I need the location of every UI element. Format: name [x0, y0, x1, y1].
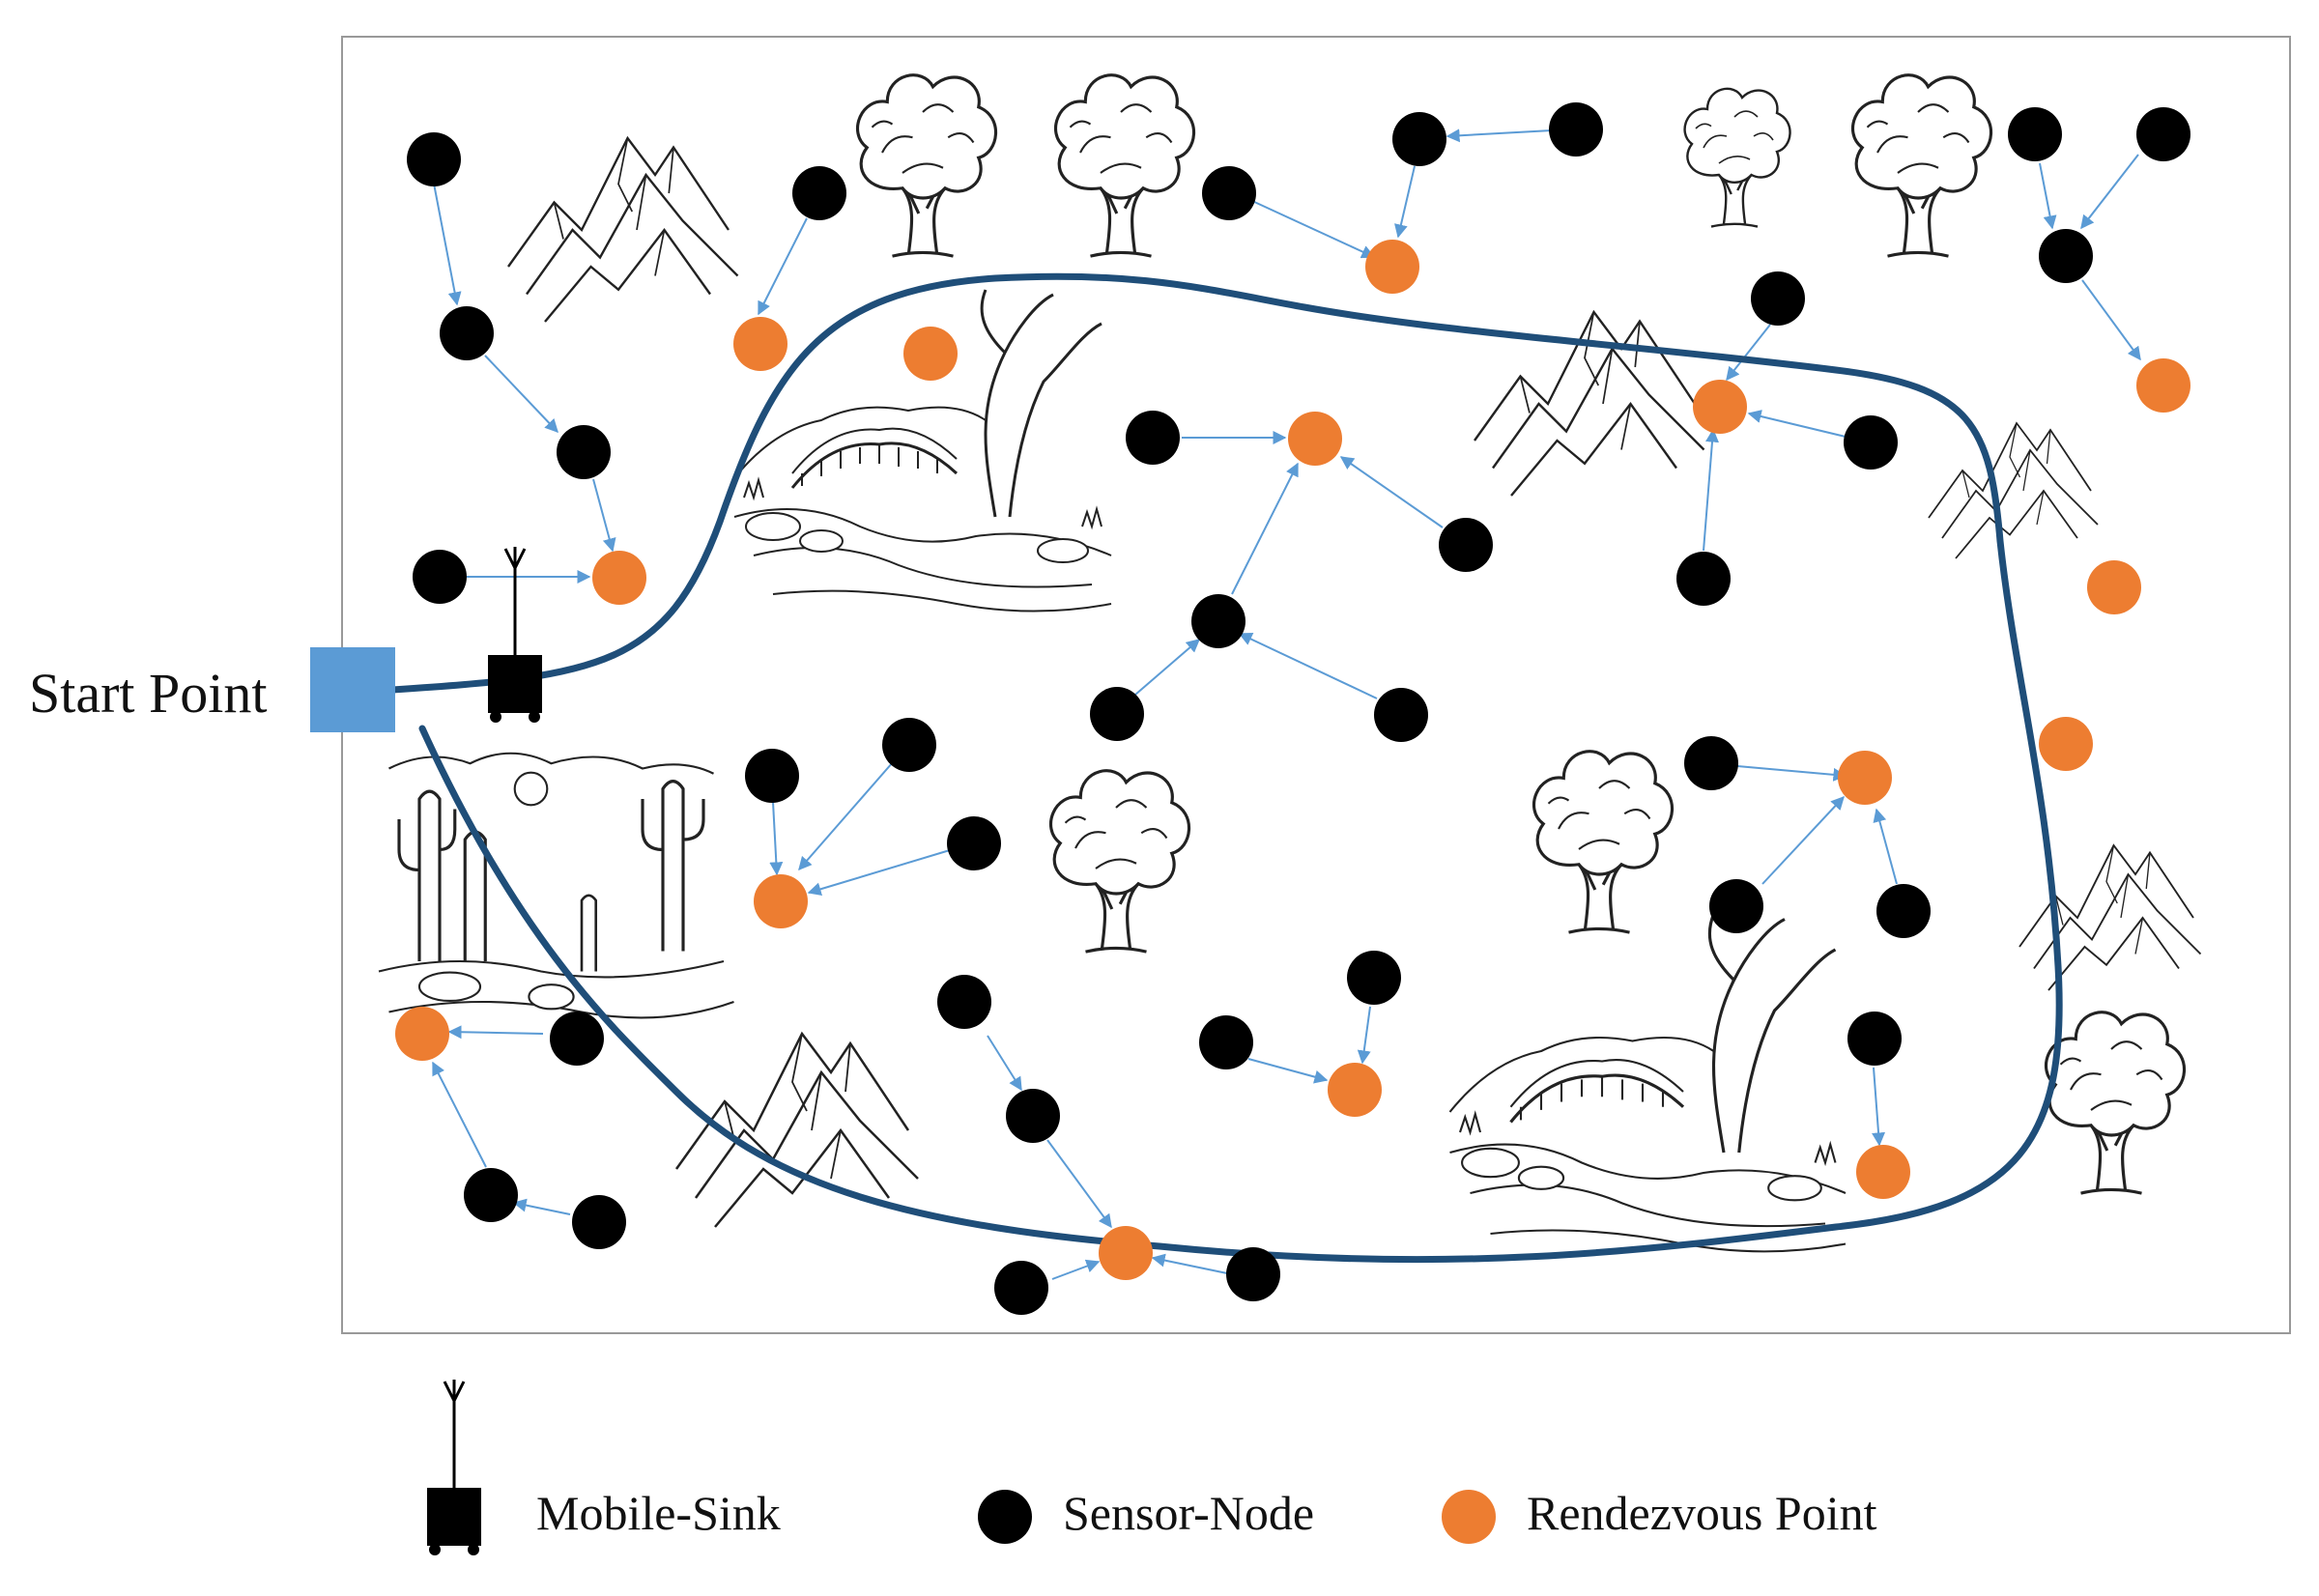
rendezvous-point [754, 874, 808, 928]
rendezvous-point [903, 327, 958, 381]
sensor-node [1876, 884, 1931, 938]
legend-sensor-node-icon [978, 1490, 1032, 1544]
rendezvous-point [2087, 560, 2141, 614]
rendezvous-points [395, 240, 2190, 1280]
sensor-node [464, 1168, 518, 1222]
sensor-node [557, 425, 611, 479]
legend-mobile-sink-label: Mobile-Sink [536, 1486, 781, 1540]
field-frame [341, 36, 2291, 1334]
rendezvous-point [395, 1007, 449, 1061]
rendezvous-point [1328, 1063, 1382, 1117]
rendezvous-point [2136, 358, 2190, 413]
sensor-node [1090, 687, 1144, 741]
sensor-node [1709, 879, 1763, 933]
sensor-node [937, 975, 991, 1029]
sensor-node [1347, 951, 1401, 1005]
legend-sensor-node-label: Sensor-Node [1063, 1486, 1314, 1540]
sensor-node [1199, 1015, 1253, 1069]
sensor-node [994, 1261, 1048, 1315]
rendezvous-point [1288, 412, 1342, 466]
legend-rendezvous-point-label: Rendezvous Point [1527, 1486, 1877, 1540]
node-links [432, 128, 2141, 1280]
legend: Mobile-Sink Sensor-Node Rendezvous Point [425, 1378, 1877, 1557]
sensor-node [2008, 107, 2062, 161]
rendezvous-point [2039, 717, 2093, 771]
rendezvous-point [592, 551, 646, 605]
sensor-node [947, 816, 1001, 870]
sensor-node [1844, 415, 1898, 470]
sensor-node [1676, 552, 1731, 606]
rendezvous-point [1365, 240, 1419, 294]
sensor-node [1126, 411, 1180, 465]
sensor-node [407, 132, 461, 186]
sensor-node [882, 718, 936, 772]
sensor-node [1202, 166, 1256, 220]
sensor-node [550, 1012, 604, 1066]
sensor-node [1392, 112, 1446, 166]
sensor-node [2136, 107, 2190, 161]
start-point-label: Start Point [29, 662, 268, 725]
rendezvous-point [733, 317, 787, 371]
rendezvous-point [1838, 751, 1892, 805]
sensor-node [1191, 594, 1245, 648]
rendezvous-point [1856, 1145, 1910, 1199]
mobile-sink-path [388, 272, 2063, 1264]
sensor-node [1549, 102, 1603, 157]
sensor-node [1847, 1012, 1902, 1066]
rendezvous-point [1693, 380, 1747, 434]
legend-mobile-sink-icon [425, 1378, 483, 1557]
sensor-node [745, 749, 799, 803]
sensor-nodes [407, 102, 2190, 1315]
sensor-node [440, 306, 494, 360]
sensor-node [1226, 1247, 1280, 1301]
sensor-node [1439, 518, 1493, 572]
sensor-node [2039, 229, 2093, 283]
sensor-node [1684, 736, 1738, 790]
sensor-node [1751, 271, 1805, 326]
sensor-node [1374, 688, 1428, 742]
legend-rendezvous-point-icon [1442, 1490, 1496, 1544]
sensor-node [413, 550, 467, 604]
sensor-node [1006, 1089, 1060, 1143]
start-point-square [310, 647, 395, 732]
sensor-node [792, 166, 846, 220]
sensor-node [572, 1195, 626, 1249]
rendezvous-point [1099, 1226, 1153, 1280]
